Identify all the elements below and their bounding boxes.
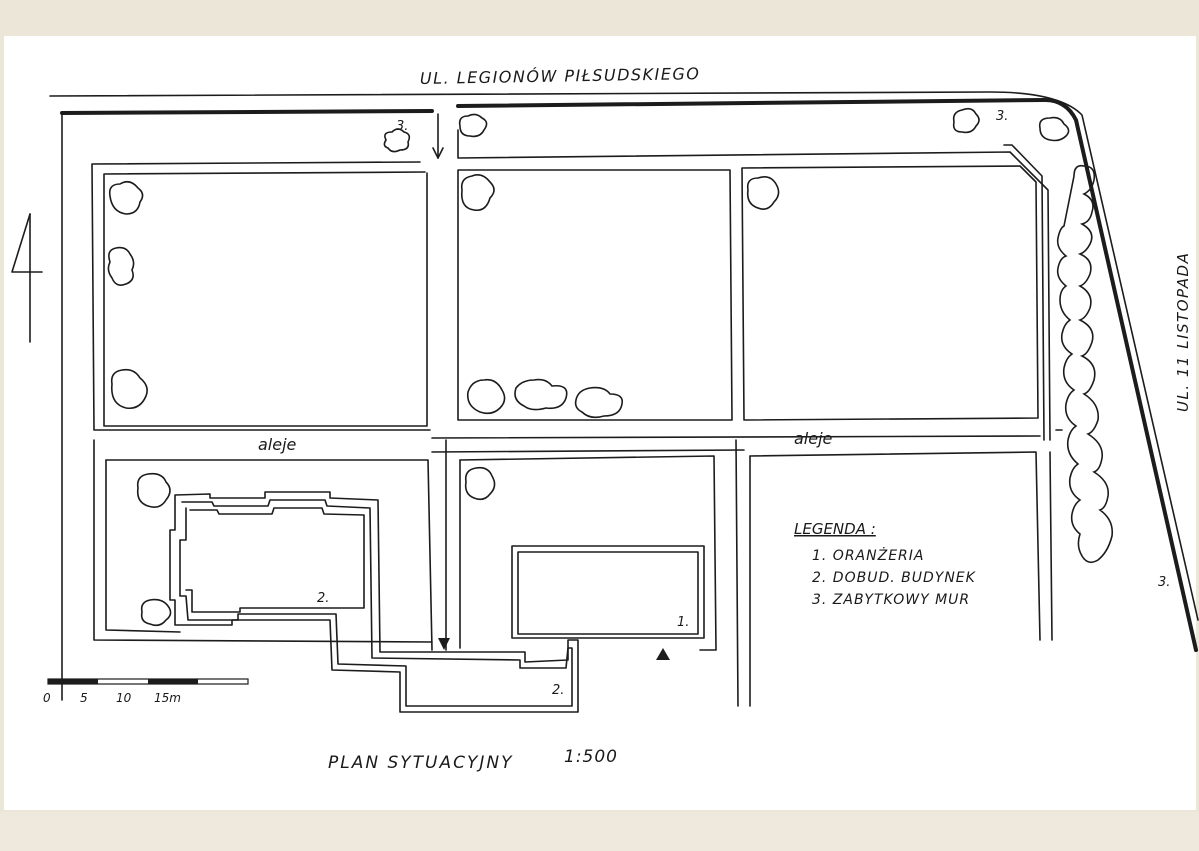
scale-bar: [47, 678, 249, 685]
marker-building-2a: 2.: [317, 591, 329, 606]
plan-scale: 1:500: [564, 747, 618, 767]
scale-tick-15: 15m: [154, 691, 181, 705]
trees: [107, 107, 1070, 627]
street-lines: [49, 91, 1199, 701]
tree-icon: [1038, 116, 1070, 142]
marker-building-2b: 2.: [552, 683, 564, 698]
tree-icon: [383, 128, 411, 153]
scale-tick-10: 10: [116, 691, 132, 705]
marker-wall-right: 3.: [1158, 575, 1170, 590]
street-top-label: UL. LEGIONÓW PIŁSUDSKIEGO: [420, 64, 701, 88]
added-building: [169, 491, 579, 713]
scale-tick-0: 0: [43, 691, 51, 705]
tree-icon: [458, 113, 488, 138]
tree-icon: [466, 378, 506, 415]
legend-heading: LEGENDA :: [794, 520, 876, 538]
street-right-label: UL. 11 LISTOPADA: [1174, 252, 1192, 412]
marker-orangery: 1.: [677, 615, 689, 630]
alley-label-left: aleje: [258, 435, 297, 454]
marker-wall-top-right: 3.: [996, 109, 1008, 124]
marker-wall-top-left: 3.: [396, 119, 408, 134]
legend-item-3: 3. ZABYTKOWY MUR: [812, 592, 970, 608]
tree-icon: [107, 246, 135, 286]
tree-icon: [952, 107, 980, 134]
park-path-lines: [91, 129, 1063, 707]
orangery-building: [511, 545, 705, 639]
tree-icon: [464, 466, 496, 501]
tree-icon: [140, 598, 172, 627]
legend-item-1: 1. ORANŻERIA: [812, 546, 924, 564]
north-arrow: [11, 213, 43, 343]
entrance-marker-up: [656, 648, 670, 660]
alley-label-right: aleje: [794, 429, 833, 448]
tree-icon: [574, 386, 624, 419]
tree-icon: [514, 378, 568, 411]
tree-icon: [110, 368, 148, 410]
entrance-marker-down: [438, 638, 450, 650]
tree-icon: [136, 472, 171, 508]
legend-item-2: 2. DOBUD. BUDYNEK: [812, 570, 977, 586]
paper-bottom-strip: [0, 812, 1199, 851]
tree-row-hedge: [1056, 164, 1114, 564]
entrance-arrow-top: [432, 113, 444, 159]
plan-title: PLAN SYTUACYJNY: [328, 753, 513, 773]
tree-icon: [460, 174, 495, 212]
tree-icon: [746, 176, 780, 210]
tree-icon: [108, 180, 144, 215]
scale-tick-5: 5: [80, 691, 88, 705]
paper-sheet: [4, 36, 1196, 810]
